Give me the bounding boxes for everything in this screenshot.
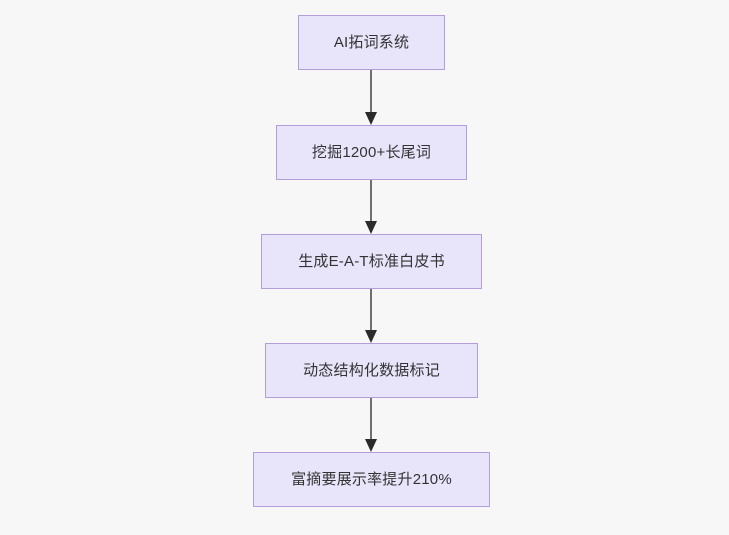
flowchart-node-ai-keyword-system[interactable]: AI拓词系统 [298, 15, 445, 70]
edge-n1-to-n2 [365, 70, 377, 125]
node-label: AI拓词系统 [333, 33, 410, 51]
edge-n2-to-n3 [365, 180, 377, 234]
edge-n3-to-n4 [365, 289, 377, 343]
flowchart-node-rich-snippet-rate-increase[interactable]: 富摘要展示率提升210% [253, 452, 490, 507]
node-label: 挖掘1200+长尾词 [311, 143, 432, 161]
node-label: 动态结构化数据标记 [303, 361, 440, 379]
flowchart-node-mine-longtail-keywords[interactable]: 挖掘1200+长尾词 [276, 125, 467, 180]
node-label: 富摘要展示率提升210% [291, 470, 452, 488]
flowchart-node-dynamic-structured-data-markup[interactable]: 动态结构化数据标记 [265, 343, 478, 398]
node-label: 生成E-A-T标准白皮书 [298, 252, 445, 270]
flowchart-node-generate-eat-whitepaper[interactable]: 生成E-A-T标准白皮书 [261, 234, 482, 289]
edge-n4-to-n5 [365, 398, 377, 452]
